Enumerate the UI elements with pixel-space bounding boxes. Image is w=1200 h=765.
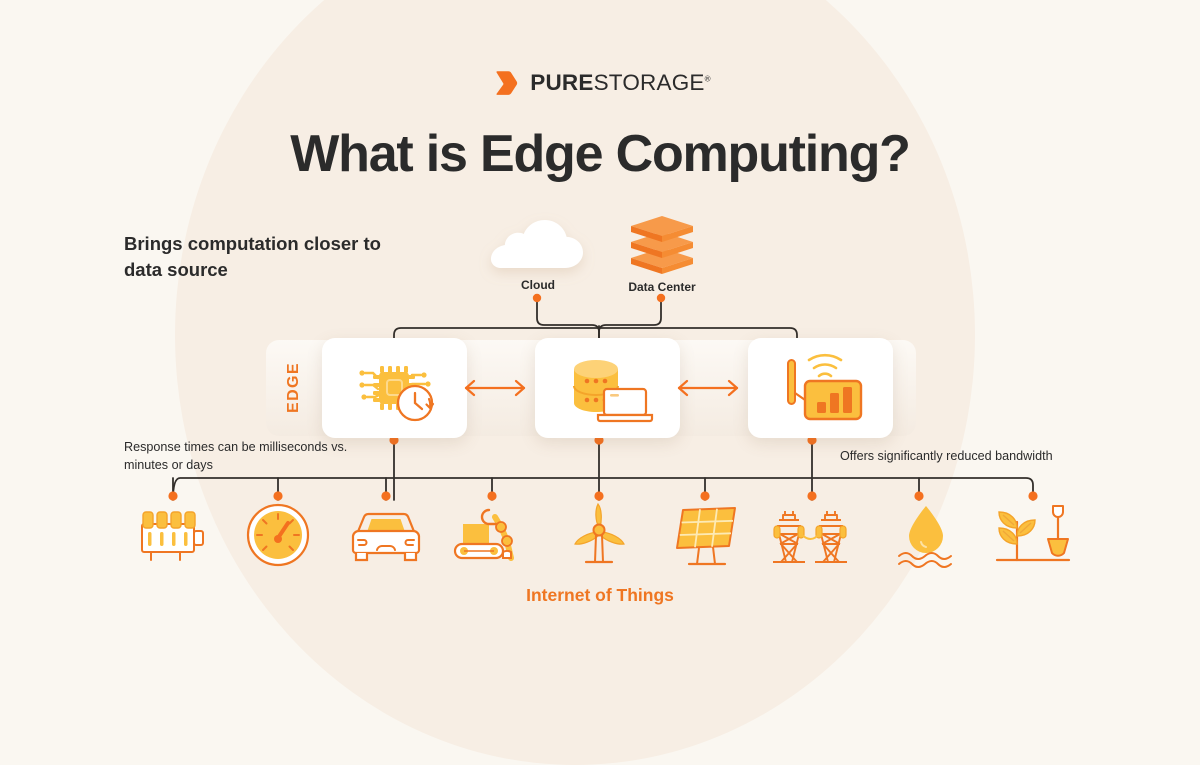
logo-pure: PURE xyxy=(530,70,594,95)
brand-logo: PURESTORAGE® xyxy=(0,68,1200,98)
iot-item-machinery[interactable] xyxy=(131,500,215,568)
router-signal-chart-icon xyxy=(775,350,867,426)
edge-card-network[interactable] xyxy=(748,338,893,438)
iot-item-agriculture[interactable] xyxy=(990,500,1074,568)
page-title: What is Edge Computing? xyxy=(290,125,911,183)
edge-card-compute[interactable] xyxy=(322,338,467,438)
annotation-response-time: Response times can be milliseconds vs. m… xyxy=(124,440,348,473)
iot-item-gauge[interactable] xyxy=(236,500,320,568)
logo-trademark: ® xyxy=(704,74,711,84)
node-cloud: Cloud xyxy=(482,212,594,292)
data-center-stack-icon xyxy=(606,206,718,276)
power-transmission-tower-icon xyxy=(765,504,859,568)
industrial-machine-icon xyxy=(132,504,214,568)
iot-item-robotics[interactable] xyxy=(450,500,534,568)
iot-section-title: Internet of Things xyxy=(526,585,674,605)
database-laptop-icon xyxy=(560,351,656,425)
double-arrow-icon xyxy=(675,377,741,399)
pure-storage-logo-icon xyxy=(489,68,519,98)
node-cloud-label: Cloud xyxy=(521,278,555,292)
iot-item-solar[interactable] xyxy=(664,500,748,568)
iot-item-grid[interactable] xyxy=(770,500,854,568)
iot-item-wind[interactable] xyxy=(557,500,641,568)
wind-turbine-icon xyxy=(564,502,634,568)
edge-band-label: EDGE xyxy=(285,362,302,414)
chip-clock-icon xyxy=(345,351,445,425)
node-data-center-label: Data Center xyxy=(628,280,696,294)
plant-shovel-icon xyxy=(991,500,1073,568)
iot-item-oil[interactable] xyxy=(884,500,968,568)
edge-connector-arrow-2 xyxy=(668,372,748,404)
cloud-icon xyxy=(482,212,594,274)
edge-connector-arrow-1 xyxy=(455,372,535,404)
robot-arm-conveyor-icon xyxy=(451,502,533,568)
edge-card-storage[interactable] xyxy=(535,338,680,438)
logo-storage: STORAGE xyxy=(593,70,705,95)
brand-logo-text: PURESTORAGE® xyxy=(530,70,710,96)
tagline: Brings computation closer to data source xyxy=(124,233,381,281)
car-icon xyxy=(343,506,429,568)
node-data-center: Data Center xyxy=(606,206,718,294)
iot-item-vehicle[interactable] xyxy=(344,500,428,568)
annotation-bandwidth: Offers significantly reduced bandwidth xyxy=(840,449,1053,463)
oil-droplet-wave-icon xyxy=(893,502,959,568)
double-arrow-icon xyxy=(462,377,528,399)
gauge-meter-icon xyxy=(245,502,311,568)
solar-panel-icon xyxy=(669,502,743,568)
